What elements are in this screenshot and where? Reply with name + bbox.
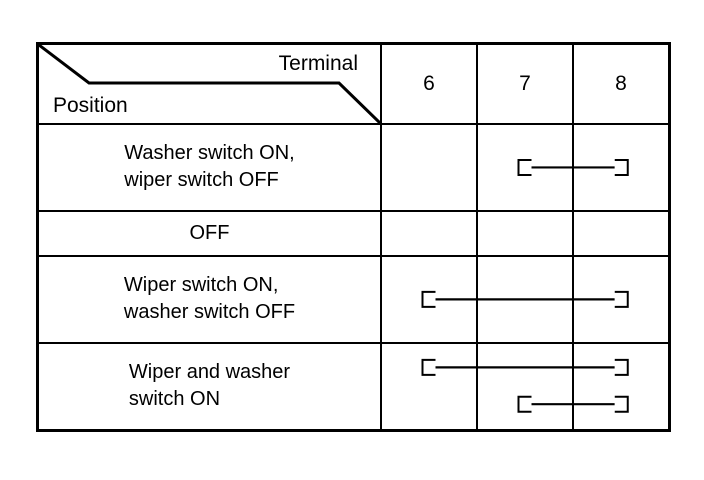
terminal-column-header-0: 6 (380, 42, 478, 125)
position-cell-3: Wiper and washer switch ON (36, 341, 382, 432)
header-terminal-label: Terminal (278, 52, 358, 75)
position-label-1: OFF (189, 221, 230, 244)
terminal-cell-1-8 (572, 209, 671, 257)
terminal-cell-3-6 (380, 341, 478, 432)
terminal-cell-0-7 (476, 123, 574, 212)
position-cell-2: Wiper switch ON, washer switch OFF (36, 254, 382, 344)
header-position-label: Position (53, 94, 128, 117)
terminal-cell-1-7 (476, 209, 574, 257)
terminal-cell-2-7 (476, 254, 574, 344)
terminal-cell-0-6 (380, 123, 478, 212)
terminal-continuity-table: Terminal Position 6 7 8 Washer switch ON… (36, 42, 671, 432)
terminal-column-header-1: 7 (476, 42, 574, 125)
terminal-cell-1-6 (380, 209, 478, 257)
terminal-cell-0-8 (572, 123, 671, 212)
table-row: Wiper and washer switch ON (36, 341, 671, 432)
position-label-0: Washer switch ON, wiper switch OFF (124, 142, 295, 192)
wiper-washer-switch-continuity-chart: Terminal Position 6 7 8 Washer switch ON… (36, 42, 671, 432)
terminal-cell-2-6 (380, 254, 478, 344)
table-row: OFF (36, 209, 671, 257)
position-label-3: Wiper and washer switch ON (128, 361, 291, 411)
header-corner-cell: Terminal Position (36, 42, 382, 125)
position-cell-1: OFF (36, 209, 382, 257)
terminal-cell-2-8 (572, 254, 671, 344)
position-label-2: Wiper switch ON, washer switch OFF (123, 274, 296, 324)
terminal-column-header-2: 8 (572, 42, 671, 125)
table-row: Washer switch ON, wiper switch OFF (36, 123, 671, 212)
position-cell-0: Washer switch ON, wiper switch OFF (36, 123, 382, 212)
table-header-row: Terminal Position 6 7 8 (36, 42, 671, 125)
table-row: Wiper switch ON, washer switch OFF (36, 254, 671, 344)
terminal-cell-3-8 (572, 341, 671, 432)
terminal-cell-3-7 (476, 341, 574, 432)
